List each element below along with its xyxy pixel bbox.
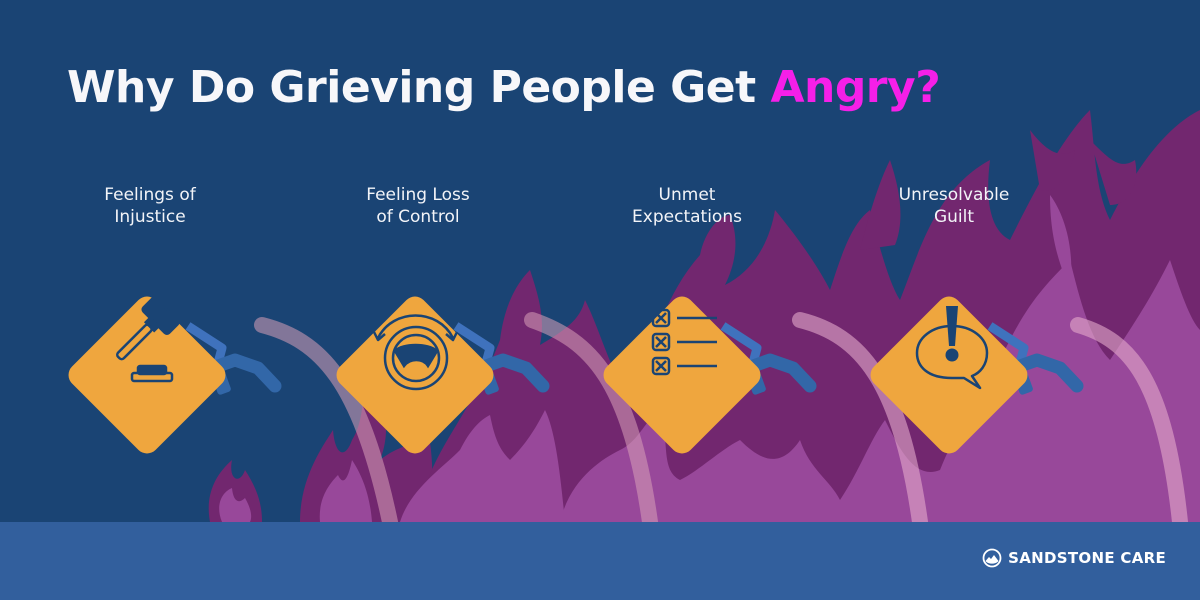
label-line-1: Unmet (658, 185, 716, 205)
page-title: Why Do Grieving People Get Angry? (67, 62, 941, 113)
reason-label-loss-of-control: Feeling Loss of Control (318, 184, 518, 228)
label-line-2: Expectations (632, 207, 742, 227)
mountain-circle-logo-icon (982, 548, 1002, 568)
exclamation-speech-bubble-icon (915, 306, 989, 390)
steering-wheel-icon (372, 314, 459, 391)
can-unmet-expectations (599, 292, 810, 459)
fuel-streams (254, 312, 1188, 530)
label-line-2: Injustice (114, 207, 186, 227)
reason-label-unmet-expectations: Unmet Expectations (587, 184, 787, 228)
reason-label-injustice: Feelings of Injustice (50, 184, 250, 228)
title-accent: Angry? (770, 62, 941, 113)
gavel-icon (116, 296, 180, 383)
reason-label-guilt: Unresolvable Guilt (854, 184, 1054, 228)
checklist-icon (651, 308, 717, 376)
flames-light (219, 195, 1200, 522)
brand-name: SANDSTONE CARE (1008, 549, 1166, 567)
label-line-1: Unresolvable (898, 185, 1010, 205)
label-line-2: Guilt (933, 207, 975, 227)
can-loss-of-control (332, 292, 543, 459)
brand-logo: SANDSTONE CARE (982, 548, 1166, 568)
label-line-2: of Control (376, 207, 460, 227)
title-prefix: Why Do Grieving People Get (67, 62, 771, 113)
can-injustice (64, 292, 275, 459)
can-guilt (866, 292, 1077, 459)
label-line-1: Feeling Loss (366, 185, 470, 205)
label-line-1: Feelings of (104, 185, 196, 205)
